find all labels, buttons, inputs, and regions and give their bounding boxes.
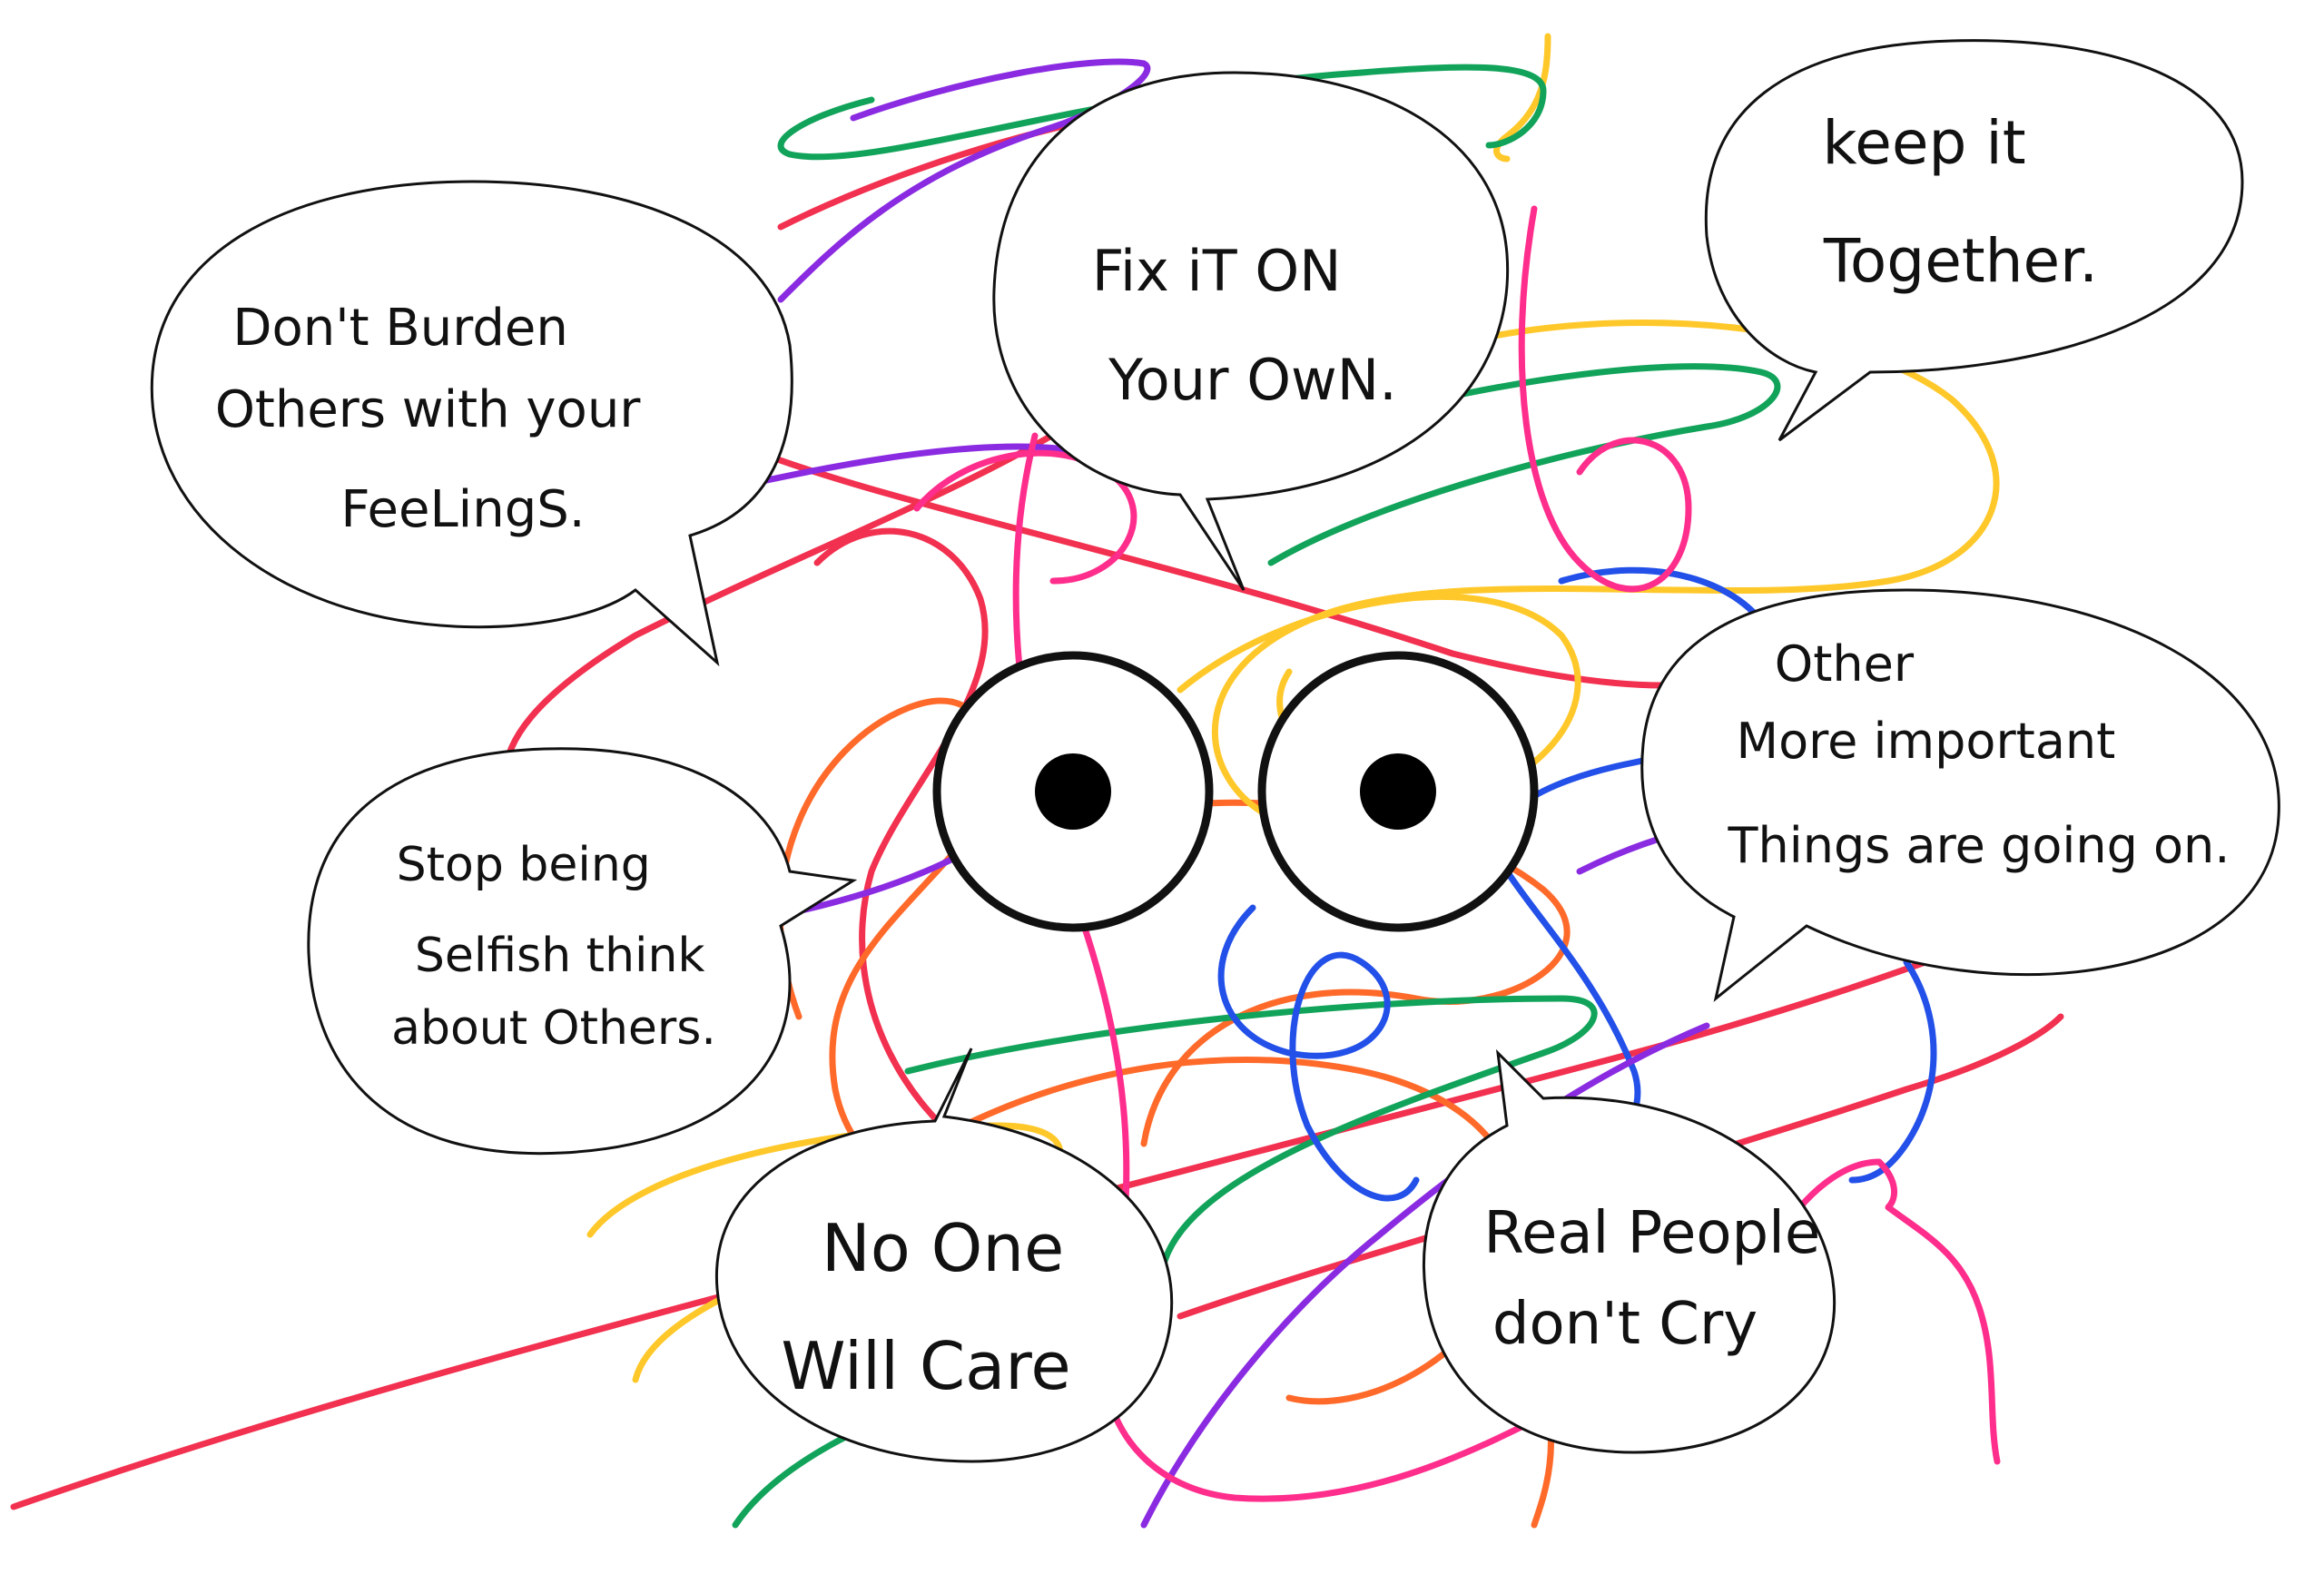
bubble-shape — [992, 71, 1510, 591]
left-pupil — [1035, 753, 1111, 830]
bubble-shape — [1640, 588, 2280, 1002]
speech-bubble-keep: keep it Together. — [1704, 39, 2244, 442]
scribble-pink-2 — [1518, 205, 1692, 593]
bubble-line: Real People — [1483, 1200, 1820, 1267]
speech-bubble-important: Other More important Things are going on… — [1640, 588, 2280, 1002]
bubble-line: FeeLingS. — [340, 480, 585, 539]
scribble-yellow-4 — [1493, 33, 1551, 162]
bubble-line: More important — [1737, 713, 2116, 770]
bubble-line: No One — [822, 1210, 1064, 1286]
speech-bubble-fix: Fix iT ON Your OwN. — [992, 71, 1510, 591]
face — [932, 651, 1539, 932]
bubble-shape — [150, 180, 793, 667]
right-pupil — [1360, 753, 1436, 830]
svg-text:Other More important: Other More important Things are going on… — [1728, 635, 2230, 874]
bubble-line: about Others. — [391, 1001, 716, 1056]
bubble-shape — [307, 747, 858, 1156]
svg-text:Real People don't Cry: Real People don't Cry — [1483, 1200, 1838, 1358]
svg-text:Stop being Selfish think: Stop being Selfish think about Others. — [391, 838, 720, 1056]
scribble-pink-3 — [1776, 1158, 2001, 1465]
bubble-line: Selfish think — [415, 929, 705, 983]
bubble-line: keep it — [1822, 108, 2025, 178]
svg-text:Don't Burden Others with: Don't Burden Others with your FeeLingS. — [215, 299, 656, 539]
scribble-blue-3 — [1848, 959, 1937, 1184]
bubble-line: Things are going on. — [1728, 817, 2230, 874]
scribble-orange-3 — [868, 1057, 1521, 1405]
bubble-line: Fix iT ON — [1092, 238, 1342, 304]
bubble-line: don't Cry — [1492, 1291, 1758, 1358]
bubble-line: Your OwN. — [1108, 347, 1397, 413]
bubble-line: Together. — [1823, 226, 2098, 296]
scribble-blue-2 — [1217, 904, 1420, 1202]
bubble-shape — [1704, 39, 2244, 442]
speech-bubble-realpeople: Real People don't Cry — [1423, 1048, 1838, 1454]
svg-text:Fix iT ON Your OwN.: Fix iT ON Your OwN. — [1092, 238, 1397, 413]
bubble-line: Others with your — [215, 380, 641, 439]
bubble-shape — [714, 1048, 1174, 1463]
scribble-red-5 — [813, 527, 1020, 1184]
bubble-shape — [1423, 1048, 1837, 1454]
speech-bubble-noone: No One Will Care — [714, 1048, 1174, 1463]
bubble-line: Stop being — [397, 838, 651, 892]
speech-bubble-selfish: Stop being Selfish think about Others. — [307, 747, 858, 1156]
svg-text:No One Will Care: No One Will Care — [781, 1210, 1085, 1404]
speech-bubble-burden: Don't Burden Others with your FeeLingS. — [150, 180, 793, 667]
bubble-line: Will Care — [781, 1328, 1070, 1404]
scribble-green-2 — [1267, 363, 1781, 566]
bubble-line: Don't Burden — [232, 299, 567, 358]
bubble-line: Other — [1775, 635, 1915, 693]
scribble-purple-3 — [1140, 1022, 1710, 1529]
svg-text:keep it Together.: keep it Together. — [1822, 108, 2098, 296]
